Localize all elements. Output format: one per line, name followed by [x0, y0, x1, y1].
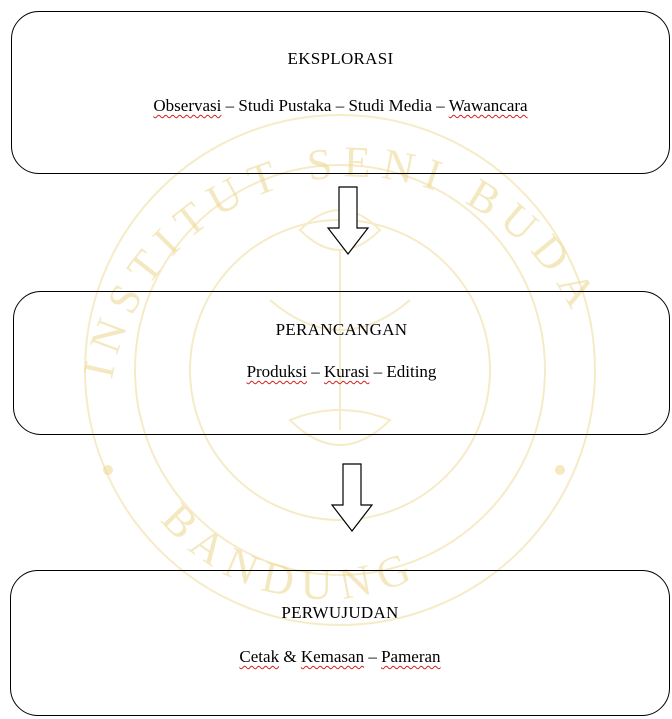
- item-word-flagged: Kurasi: [324, 362, 370, 381]
- stage-box-eksplorasi: EKSPLORASI Observasi – Studi Pustaka – S…: [11, 11, 670, 174]
- stage-items: Cetak & Kemasan – Pameran: [11, 647, 669, 667]
- stage-items: Observasi – Studi Pustaka – Studi Media …: [12, 96, 669, 116]
- item-word-flagged: Wawancara: [448, 96, 528, 115]
- item-word-flagged: Produksi: [246, 362, 308, 381]
- stage-title: PERWUJUDAN: [281, 603, 399, 622]
- item-text: &: [279, 647, 301, 666]
- item-text: –: [307, 362, 325, 381]
- item-text: – Editing: [369, 362, 437, 381]
- down-arrow-icon: [330, 463, 374, 532]
- item-text: –: [221, 96, 239, 115]
- item-text: –: [364, 647, 382, 666]
- stage-items: Produksi – Kurasi – Editing: [14, 362, 669, 382]
- item-text: –: [331, 96, 349, 115]
- stage-box-perancangan: PERANCANGAN Produksi – Kurasi – Editing: [13, 291, 670, 435]
- item-word-flagged: Kemasan: [300, 647, 365, 666]
- item-text: Studi Media: [348, 96, 433, 115]
- item-text: Studi Pustaka: [238, 96, 332, 115]
- stage-box-perwujudan: PERWUJUDAN Cetak & Kemasan – Pameran: [10, 570, 670, 716]
- item-word-flagged: Pameran: [381, 647, 441, 666]
- stage-title: EKSPLORASI: [287, 49, 394, 68]
- item-text: –: [432, 96, 449, 115]
- down-arrow-icon: [326, 186, 370, 255]
- stage-title: PERANCANGAN: [275, 320, 408, 339]
- item-word-flagged: Cetak: [239, 647, 280, 666]
- item-word-flagged: Observasi: [153, 96, 222, 115]
